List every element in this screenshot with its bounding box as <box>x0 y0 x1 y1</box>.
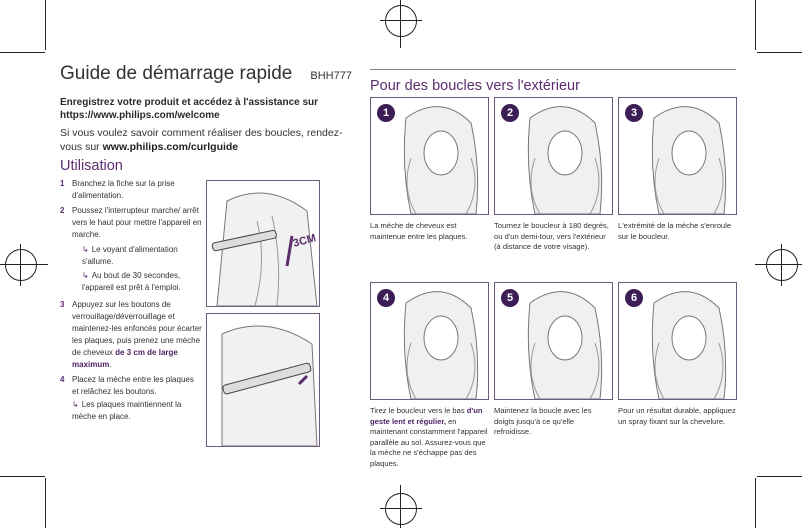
panel-caption: Pour un résultat durable, appliquez un s… <box>618 406 736 426</box>
hair-illustration <box>403 106 479 214</box>
hair-illustration <box>651 106 727 214</box>
section-divider <box>370 69 736 70</box>
step-badge: 6 <box>625 289 643 307</box>
hair-illustration <box>527 291 603 399</box>
step-number: 4 <box>60 375 65 384</box>
step-text: Poussez l'interrupteur marche/ arrêt ver… <box>72 206 202 239</box>
hair-strand-illustration <box>211 192 318 306</box>
crop-mark <box>757 52 802 53</box>
crop-mark <box>757 476 802 477</box>
result-text: Le voyant d'alimentation s'allume. <box>82 245 178 266</box>
crop-mark <box>45 478 46 528</box>
register-text: Enregistrez votre produit et accédez à l… <box>60 97 319 121</box>
step-4-result: ↳Les plaques maintiennent la mèche en pl… <box>60 399 202 423</box>
step-4: 4 Placez la mèche entre les plaques et re… <box>60 374 202 398</box>
registration-mark-icon <box>385 5 417 37</box>
registration-mark-icon <box>5 249 37 281</box>
panel-caption: L'extrémité de la mèche s'enroule sur le… <box>618 221 732 241</box>
step-panel-6: 6 <box>618 282 737 400</box>
result-text: Au bout de 30 secondes, l'appareil est p… <box>82 271 181 292</box>
step-end: . <box>109 360 112 369</box>
step-3: 3 Appuyez sur les boutons de verrouillage… <box>60 299 202 371</box>
step-badge: 2 <box>501 104 519 122</box>
hair-illustration <box>403 291 479 399</box>
hair-illustration <box>651 291 727 399</box>
curlguide-text: Si vous voulez savoir comment réaliser d… <box>60 127 360 154</box>
step-panel-4: 4 <box>370 282 489 400</box>
step-number: 3 <box>60 300 65 309</box>
outward-heading: Pour des boucles vers l'extérieur <box>370 78 580 94</box>
crop-mark <box>45 0 46 50</box>
step-badge: 5 <box>501 289 519 307</box>
curlguide-link[interactable]: www.philips.com/curlguide <box>102 140 239 153</box>
step-number: 2 <box>60 206 65 215</box>
step-2: 2 Poussez l'interrupteur marche/ arrêt ve… <box>60 205 202 241</box>
registration-mark-icon <box>766 249 798 281</box>
crop-mark <box>755 478 756 528</box>
registration-mark-icon <box>385 493 417 525</box>
crop-mark <box>755 0 756 50</box>
step-text: Placez la mèche entre les plaques et rel… <box>72 375 194 396</box>
model-number: BHH777 <box>310 70 352 82</box>
caption-end: en maintenant constamment l'appareil par… <box>370 416 488 468</box>
step-text: Appuyez sur les boutons de verrouillage/… <box>72 300 202 357</box>
illustration-section-width: 3CM <box>206 180 320 307</box>
left-column: Guide de démarrage rapide BHH777 Enregist… <box>60 62 360 425</box>
step-badge: 4 <box>377 289 395 307</box>
panel-caption: Maintenez la boucle avec les doigts jusq… <box>494 406 592 436</box>
crop-mark <box>0 476 45 477</box>
hair-illustration <box>527 106 603 214</box>
step-2-result: ↳Le voyant d'alimentation s'allume. <box>60 244 202 268</box>
step-panel-1: 1 <box>370 97 489 215</box>
step-highlight: de 3 cm de large maximum <box>72 348 178 369</box>
step-panel-2: 2 <box>494 97 613 215</box>
step-1: 1 Branchez la fiche sur la prise d'alimen… <box>60 178 202 202</box>
step-number: 1 <box>60 179 65 188</box>
result-arrow-icon: ↳ <box>82 271 89 280</box>
result-text: Les plaques maintiennent la mèche en pla… <box>72 400 182 421</box>
step-panel-5: 5 <box>494 282 613 400</box>
step-badge: 1 <box>377 104 395 122</box>
insert-strand-illustration <box>221 325 318 446</box>
panel-caption: La mèche de cheveux est maintenue entre … <box>370 221 468 241</box>
step-panel-3: 3 <box>618 97 737 215</box>
step-text: Branchez la fiche sur la prise d'aliment… <box>72 179 175 200</box>
usage-heading: Utilisation <box>60 158 123 174</box>
illustration-insert-strand <box>206 313 320 447</box>
crop-mark <box>0 52 45 53</box>
caption-highlight: d'un geste lent et régulier, <box>370 406 483 426</box>
panel-caption: Tirez le boucleur vers le bas d'un geste… <box>370 406 488 469</box>
result-arrow-icon: ↳ <box>82 245 89 254</box>
panel-caption: Tournez le boucleur à 180 degrés, ou d'u… <box>494 221 609 251</box>
page-title: Guide de démarrage rapide BHH777 <box>60 62 360 88</box>
usage-steps: 1 Branchez la fiche sur la prise d'alimen… <box>60 178 202 425</box>
step-badge: 3 <box>625 104 643 122</box>
result-arrow-icon: ↳ <box>72 400 79 409</box>
caption-text: Tirez le boucleur vers le bas <box>370 406 467 415</box>
curlguide-intro: Si vous voulez savoir comment réaliser d… <box>60 127 343 153</box>
step-2-result: ↳Au bout de 30 secondes, l'appareil est … <box>60 270 202 294</box>
title-text: Guide de démarrage rapide <box>60 63 293 84</box>
